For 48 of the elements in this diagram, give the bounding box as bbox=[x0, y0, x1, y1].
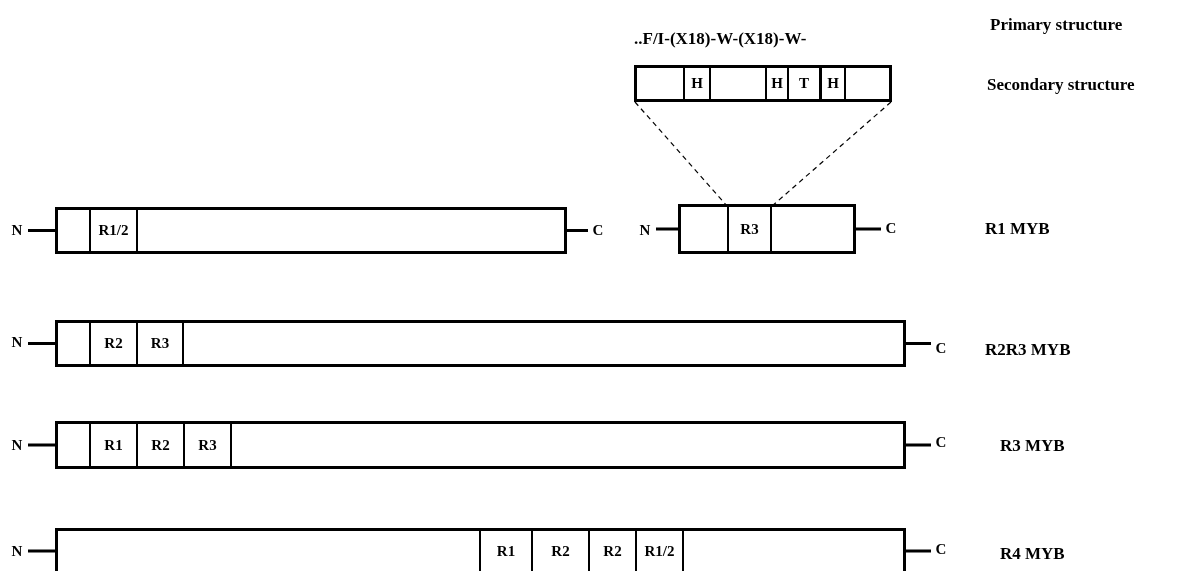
domain-segment: R2 bbox=[531, 531, 590, 571]
domain-segment: R2 bbox=[136, 424, 185, 466]
domain-segment: R3 bbox=[136, 323, 184, 364]
terminus-label: C bbox=[590, 221, 606, 239]
domain-segment: T bbox=[787, 68, 821, 99]
structure-label: R3 MYB bbox=[1000, 437, 1065, 456]
terminus-label: N bbox=[8, 436, 26, 454]
protein-bar bbox=[55, 528, 906, 571]
connector-line bbox=[28, 342, 55, 345]
domain-segment: H bbox=[765, 68, 789, 99]
structure-label: Primary structure bbox=[990, 16, 1123, 35]
structure-label: R2R3 MYB bbox=[985, 341, 1071, 360]
terminus-label: N bbox=[8, 542, 26, 560]
domain-segment: R1 bbox=[479, 531, 533, 571]
terminus-label: C bbox=[933, 339, 949, 357]
connector-line bbox=[567, 229, 588, 232]
domain-segment: R3 bbox=[727, 207, 772, 251]
terminus-label: N bbox=[8, 221, 26, 239]
protein-bar bbox=[55, 207, 567, 254]
protein-bar bbox=[634, 65, 892, 102]
structure-label: ..F/I-(X18)-W-(X18)-W- bbox=[634, 30, 807, 49]
connector-line bbox=[28, 549, 55, 553]
terminus-label: C bbox=[883, 219, 899, 237]
terminus-label: N bbox=[636, 221, 654, 239]
connector-line bbox=[28, 443, 55, 447]
structure-label: R1 MYB bbox=[985, 220, 1050, 239]
connector-line bbox=[856, 227, 881, 231]
connector-line bbox=[906, 342, 931, 345]
structure-label: Secondary structure bbox=[987, 76, 1135, 95]
domain-segment: H bbox=[820, 68, 846, 99]
connector-line bbox=[906, 549, 931, 553]
terminus-label: N bbox=[8, 333, 26, 351]
domain-segment: R2 bbox=[588, 531, 637, 571]
protein-bar bbox=[55, 320, 906, 367]
domain-segment: R1 bbox=[89, 424, 138, 466]
protein-bar bbox=[678, 204, 856, 254]
connector-line bbox=[906, 443, 931, 447]
connector-line bbox=[28, 229, 55, 232]
structure-label: R4 MYB bbox=[1000, 545, 1065, 564]
domain-segment: R1/2 bbox=[89, 210, 138, 251]
terminus-label: C bbox=[933, 433, 949, 451]
terminus-label: C bbox=[933, 540, 949, 558]
domain-segment: R3 bbox=[183, 424, 232, 466]
protein-bar bbox=[55, 421, 906, 469]
domain-segment: R1/2 bbox=[635, 531, 684, 571]
domain-segment: R2 bbox=[89, 323, 138, 364]
connector-line bbox=[656, 227, 678, 231]
domain-segment: H bbox=[683, 68, 711, 99]
